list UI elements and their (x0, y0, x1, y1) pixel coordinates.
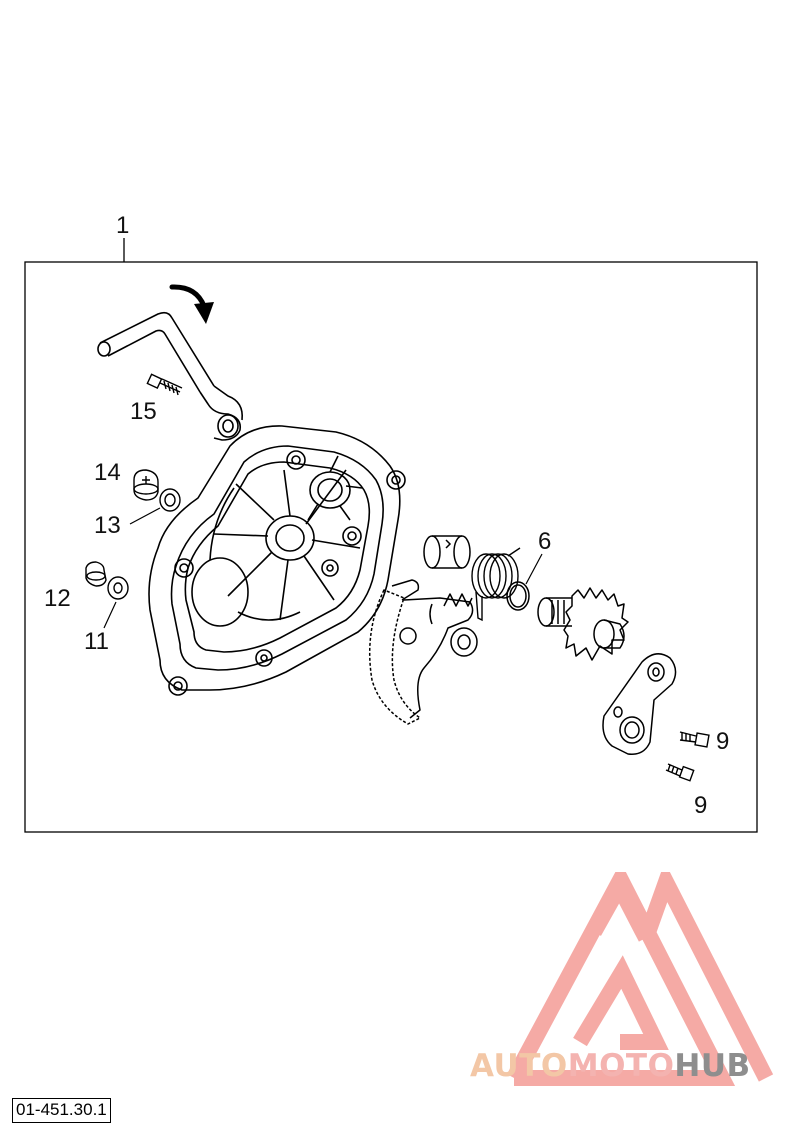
leader-6 (525, 553, 543, 585)
wordmark-auto: AUTO (470, 1048, 568, 1084)
bolt-15 (146, 373, 183, 396)
kick-start-sector-gear (368, 579, 478, 725)
reference-code: 01-451.30.1 (12, 1098, 111, 1123)
kick-start-lever (97, 311, 244, 441)
callout-12: 12 (44, 585, 71, 612)
bolt-9-lower (665, 763, 695, 782)
callout-11: 11 (84, 628, 109, 655)
callout-13: 13 (94, 512, 121, 539)
callout-15: 15 (130, 398, 157, 425)
circlip-6 (506, 581, 530, 611)
washer-11 (107, 576, 129, 600)
kick-start-cover-housing (148, 425, 406, 696)
automotohub-wordmark: AUTOMOTOHUB (470, 1048, 751, 1084)
automotohub-logo-icon (506, 872, 774, 1086)
callout-1: 1 (116, 212, 130, 239)
callout-14: 14 (94, 459, 121, 486)
torsion-spring (471, 547, 521, 622)
callout-9-lower: 9 (694, 792, 708, 819)
leader-11 (103, 601, 117, 629)
plug-12 (85, 561, 107, 587)
callout-9-upper: 9 (716, 728, 730, 755)
washer-13 (159, 488, 181, 512)
assembly-frame (24, 261, 758, 833)
rotation-direction-arrow-icon (169, 284, 214, 324)
bushing (423, 535, 471, 569)
wordmark-moto: MOTO (567, 1048, 675, 1084)
bolt-9-upper (679, 731, 710, 748)
mounting-bracket (602, 653, 677, 755)
kick-start-shaft-pinion (537, 587, 629, 661)
leader-13 (129, 507, 161, 525)
wordmark-hub: HUB (674, 1048, 751, 1084)
callout-6: 6 (538, 528, 552, 555)
plug-14 (133, 469, 159, 501)
